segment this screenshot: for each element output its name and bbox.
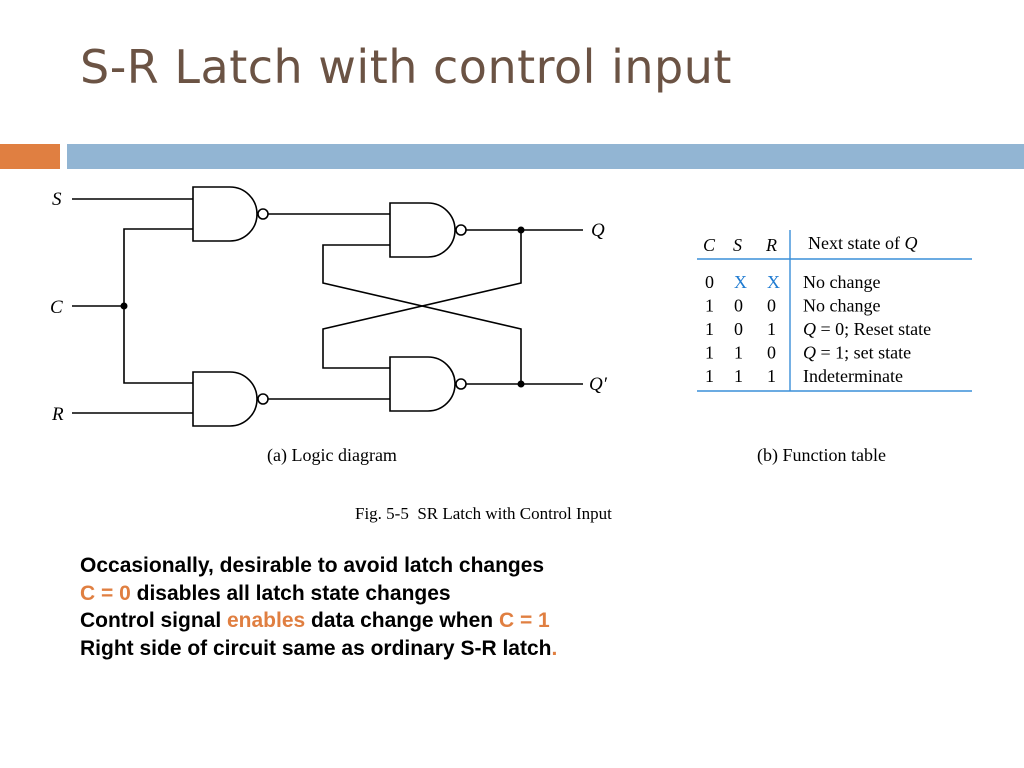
label-q-prime: Q′ <box>589 374 608 395</box>
nand-gate-1-bubble <box>257 208 269 220</box>
table-header-r: R <box>765 235 777 255</box>
table-cell-s: 1 <box>734 343 743 363</box>
table-cell-s: 0 <box>734 319 743 339</box>
nand-gate-3 <box>389 202 456 258</box>
sr-latch-figure: S C R Q Q′ (a) Logic diagram (b) Functio… <box>50 186 972 523</box>
table-cell-c: 1 <box>705 343 714 363</box>
nand-gate-4 <box>389 356 456 412</box>
caption-function-table: (b) Function table <box>757 445 886 466</box>
wire-c-bottom <box>123 306 193 384</box>
table-cell-s: 1 <box>734 366 743 386</box>
nand-gate-4-bubble <box>455 378 467 390</box>
caption-logic-diagram: (a) Logic diagram <box>267 445 397 466</box>
wire-c-top <box>72 228 193 307</box>
bullet-list: Occasionally, desirable to avoid latch c… <box>80 552 557 662</box>
label-s: S <box>52 189 62 210</box>
nand-gate-2-bubble <box>257 393 269 405</box>
figure-caption: Fig. 5-5 SR Latch with Control Input <box>355 504 612 523</box>
table-cell-next-state: Q = 0; Reset state <box>803 319 931 339</box>
table-header-s: S <box>733 235 742 255</box>
table-cell-r: 0 <box>767 296 776 316</box>
table-cell-r: 1 <box>767 366 776 386</box>
bullet-line-3: Control signal enables data change when … <box>80 609 550 632</box>
table-cell-r: X <box>767 272 780 292</box>
logic-diagram <box>72 186 583 427</box>
nand-gate-2 <box>192 371 258 427</box>
table-cell-c: 0 <box>705 272 714 292</box>
table-cell-c: 1 <box>705 366 714 386</box>
label-q: Q <box>591 220 605 241</box>
bullet-line-2: C = 0 disables all latch state changes <box>80 581 451 605</box>
junction-c <box>120 302 128 310</box>
table-cell-c: 1 <box>705 319 714 339</box>
label-c: C <box>50 297 63 318</box>
table-cell-r: 0 <box>767 343 776 363</box>
junction-q <box>517 226 525 234</box>
accent-bar-orange <box>0 144 60 169</box>
nand-gate-1 <box>192 186 258 242</box>
accent-bar-blue <box>67 144 1024 169</box>
table-cell-next-state: No change <box>803 296 880 316</box>
bullet-line-4: Right side of circuit same as ordinary S… <box>80 636 558 660</box>
table-cell-s: X <box>734 272 747 292</box>
table-cell-s: 0 <box>734 296 743 316</box>
feedback-qp <box>322 244 522 384</box>
table-cell-r: 1 <box>767 319 776 339</box>
table-cell-next-state: Q = 1; set state <box>803 343 911 363</box>
junction-qp <box>517 380 525 388</box>
table-header-next: Next state of Q <box>808 233 917 253</box>
nand-gate-3-bubble <box>455 224 467 236</box>
slide-title: S-R Latch with control input <box>80 40 732 94</box>
label-r: R <box>51 404 64 425</box>
feedback-q <box>322 230 522 369</box>
table-header-c: C <box>703 235 716 255</box>
bullet-line-1: Occasionally, desirable to avoid latch c… <box>80 554 545 577</box>
table-cell-c: 1 <box>705 296 714 316</box>
table-cell-next-state: Indeterminate <box>803 366 903 386</box>
table-cell-next-state: No change <box>803 272 880 292</box>
